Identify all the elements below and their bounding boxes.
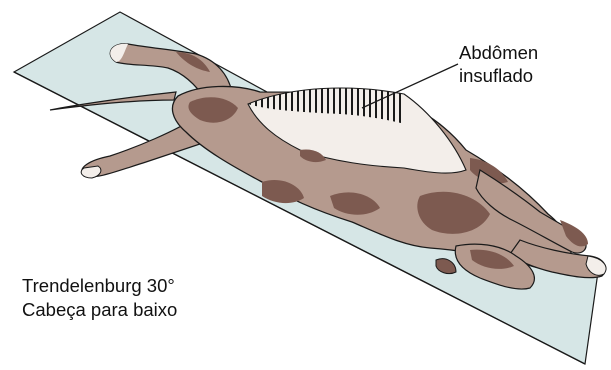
position-label-line-2: Cabeça para baixo: [22, 299, 177, 321]
callout-label-line-1: Abdômen: [459, 42, 538, 64]
callout-label-line-2: insuflado: [459, 65, 533, 87]
position-label-line-1: Trendelenburg 30°: [22, 275, 175, 297]
